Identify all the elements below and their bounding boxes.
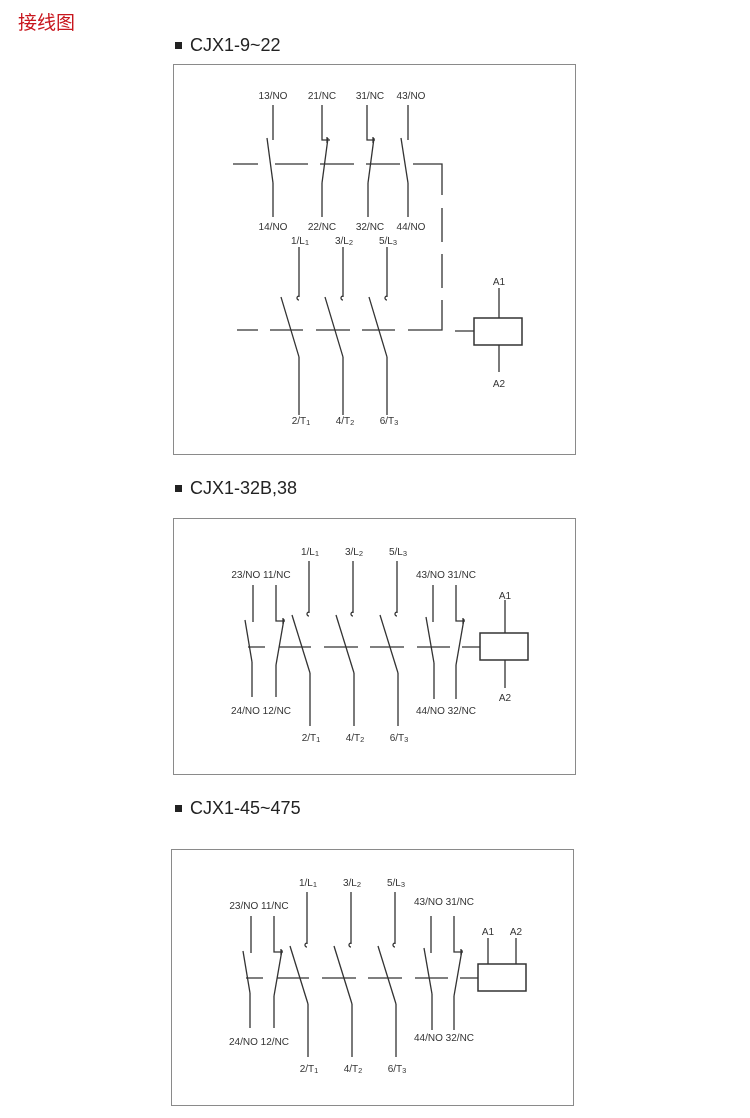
bullet-icon xyxy=(175,805,182,812)
bullet-icon xyxy=(175,42,182,49)
mechanical-link xyxy=(233,163,443,331)
coil-terminal-a1: A1 xyxy=(493,277,506,288)
no-contact xyxy=(423,916,433,1030)
heading-text: CJX1-9~22 xyxy=(190,35,281,55)
aux-label: 32/NC xyxy=(356,222,384,233)
coil-terminal-a2: A2 xyxy=(499,693,512,704)
main-terminal-label: 6/T3 xyxy=(388,1064,407,1075)
main-pole xyxy=(377,892,397,1057)
main-pole xyxy=(324,247,344,415)
coil xyxy=(479,600,529,688)
main-terminal-label: 1/L1 xyxy=(299,878,317,889)
main-terminal-label: 6/T3 xyxy=(390,733,409,744)
main-terminal-label: 1/L1 xyxy=(291,236,309,247)
diagram-heading-1: CJX1-9~22 xyxy=(175,35,281,56)
aux-label: 13/NO xyxy=(259,91,288,102)
coil-terminal-a1: A1 xyxy=(482,927,495,938)
aux-label: 43/NO 31/NC xyxy=(414,897,474,908)
nc-contact xyxy=(455,585,465,699)
main-pole xyxy=(289,892,309,1057)
coil xyxy=(455,288,523,372)
no-contact xyxy=(244,585,254,697)
main-terminal-label: 4/T2 xyxy=(336,416,355,427)
main-terminal-label: 5/L3 xyxy=(387,878,405,889)
aux-label: 24/NO 12/NC xyxy=(229,1037,289,1048)
wiring-diagram-cjx1-45-475: 23/NO 11/NC 43/NO 31/NC 24/NO 12/NC 44/N… xyxy=(171,849,574,1106)
nc-contact xyxy=(366,105,375,217)
diagram-heading-2: CJX1-32B,38 xyxy=(175,478,297,499)
heading-text: CJX1-32B,38 xyxy=(190,478,298,498)
main-terminal-label: 3/L2 xyxy=(345,547,363,558)
aux-label: 44/NO xyxy=(397,222,426,233)
main-pole xyxy=(291,561,311,726)
main-terminal-label: 2/T1 xyxy=(302,733,321,744)
diagram-frame xyxy=(173,64,576,455)
aux-label: 22/NC xyxy=(308,222,336,233)
no-contact xyxy=(242,916,252,1028)
coil xyxy=(477,938,527,992)
main-terminal-label: 5/L3 xyxy=(379,236,397,247)
no-contact xyxy=(425,585,435,699)
nc-contact xyxy=(453,916,463,1030)
no-contact xyxy=(400,105,409,217)
aux-label: 23/NO 11/NC xyxy=(231,570,290,581)
nc-contact xyxy=(321,105,330,217)
main-terminal-label: 3/L2 xyxy=(343,878,361,889)
main-terminal-label: 4/T2 xyxy=(344,1064,363,1075)
main-terminal-label: 1/L1 xyxy=(301,547,319,558)
no-contact xyxy=(266,105,274,217)
aux-label: 43/NO 31/NC xyxy=(416,570,476,581)
nc-contact xyxy=(275,585,285,697)
main-pole xyxy=(379,561,399,726)
coil-terminal-a2: A2 xyxy=(510,927,523,938)
aux-label: 44/NO 32/NC xyxy=(416,706,476,717)
wiring-diagram-cjx1-32b-38: 23/NO 11/NC 43/NO 31/NC 24/NO 12/NC 44/N… xyxy=(173,518,576,775)
main-pole xyxy=(368,247,388,415)
aux-label: 31/NC xyxy=(356,91,384,102)
main-pole xyxy=(333,892,353,1057)
aux-label: 44/NO 32/NC xyxy=(414,1033,474,1044)
aux-label: 43/NO xyxy=(397,91,426,102)
main-terminal-label: 2/T1 xyxy=(300,1064,319,1075)
bullet-icon xyxy=(175,485,182,492)
coil-terminal-a1: A1 xyxy=(499,591,512,602)
coil-terminal-a2: A2 xyxy=(493,379,506,390)
main-terminal-label: 6/T3 xyxy=(380,416,399,427)
wiring-diagram-cjx1-9-22: 13/NO 21/NC 31/NC 43/NO 14/NO 22/NC 32/N… xyxy=(173,64,576,455)
aux-label: 14/NO xyxy=(259,222,288,233)
page-title: 接线图 xyxy=(18,12,76,34)
nc-contact xyxy=(273,916,283,1028)
aux-label: 23/NO 11/NC xyxy=(229,901,288,912)
main-terminal-label: 5/L3 xyxy=(389,547,407,558)
heading-text: CJX1-45~475 xyxy=(190,798,301,818)
main-terminal-label: 2/T1 xyxy=(292,416,311,427)
diagram-heading-3: CJX1-45~475 xyxy=(175,798,301,819)
main-terminal-label: 4/T2 xyxy=(346,733,365,744)
aux-label: 21/NC xyxy=(308,91,336,102)
main-pole xyxy=(280,247,300,415)
main-pole xyxy=(335,561,355,726)
aux-label: 24/NO 12/NC xyxy=(231,706,291,717)
main-terminal-label: 3/L2 xyxy=(335,236,353,247)
